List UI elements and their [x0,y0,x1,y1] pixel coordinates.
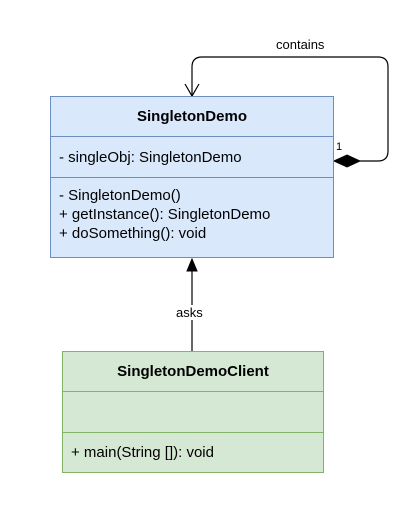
attributes-section [63,392,323,433]
filled-arrowhead-icon [186,257,198,272]
attribute-single-obj: - singleObj: SingletonDemo [59,148,242,166]
class-name: SingletonDemoClient [63,352,323,392]
asks-label: asks [174,305,205,320]
contains-label: contains [274,37,327,52]
method-main: + main(String []): void [71,444,214,461]
class-name: SingletonDemo [51,97,333,137]
contains-relationship-line [191,56,389,162]
method-get-instance: + getInstance(): SingletonDemo [59,206,271,223]
attributes-section: - singleObj: SingletonDemo [51,137,333,178]
methods-section: + main(String []): void [63,433,323,472]
multiplicity-label: 1 [336,141,343,153]
method-constructor: - SingletonDemo() [59,187,181,204]
method-do-something: + doSomething(): void [59,225,207,242]
composition-diamond-icon [332,154,362,168]
singleton-demo-class-box[interactable]: SingletonDemo - singleObj: SingletonDemo… [50,96,334,258]
methods-section: - SingletonDemo() + getInstance(): Singl… [51,178,333,243]
singleton-demo-client-class-box[interactable]: SingletonDemoClient + main(String []): v… [62,351,324,473]
